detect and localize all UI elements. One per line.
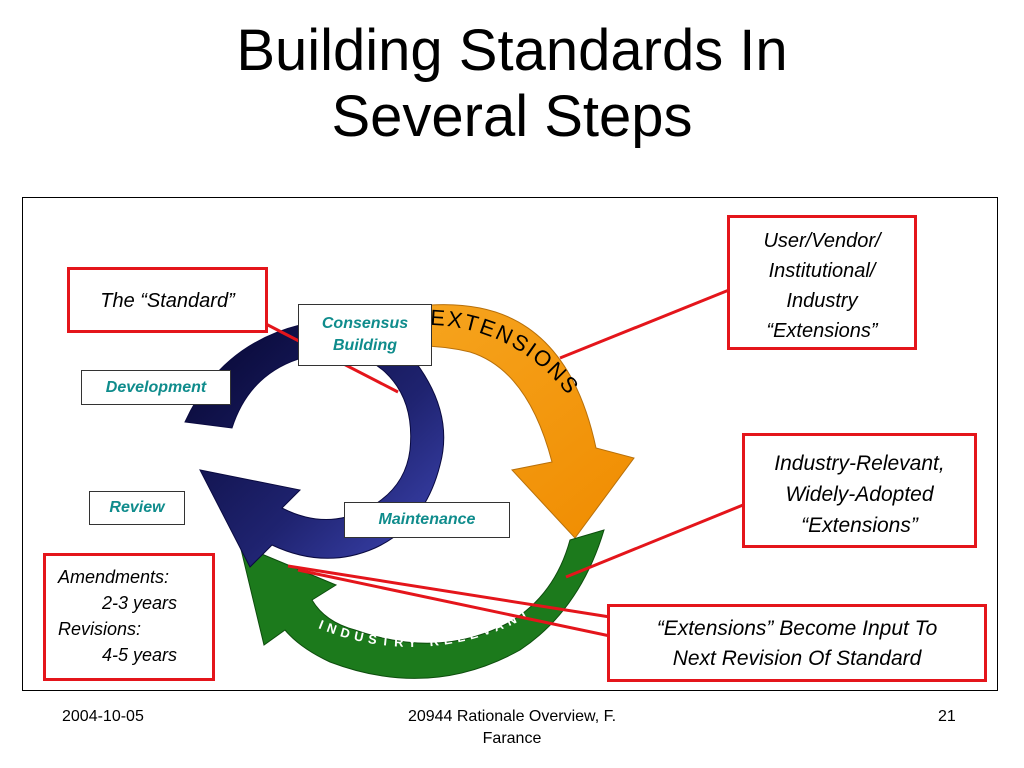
footer-center-line-1: 20944 Rationale Overview, F. <box>407 708 617 725</box>
callout-extensions-input: “Extensions” Become Input To Next Revisi… <box>607 604 987 682</box>
callout-standard: The “Standard” <box>67 267 268 333</box>
development-label: Development <box>105 379 207 396</box>
connector-extensions-input-b <box>297 568 611 638</box>
revisions-value: 4-5 years <box>102 645 178 665</box>
callout-standard-text: The “Standard” <box>100 290 235 312</box>
stage-consensus-building: Consensus Building <box>298 304 432 366</box>
callout-connectors <box>261 288 744 638</box>
amendments-value: 2-3 years <box>102 593 178 613</box>
industry-relevant-line-1: Industry-Relevant, <box>774 452 945 475</box>
extensions-arrow <box>334 304 635 539</box>
industry-relevant-line-3: “Extensions” <box>801 514 918 537</box>
callout-amendments: Amendments: 2-3 years Revisions: 4-5 yea… <box>43 553 215 681</box>
consensus-line-1: Consensus <box>321 315 409 332</box>
user-vendor-line-4: “Extensions” <box>766 320 878 342</box>
footer-date: 2004-10-05 <box>62 708 144 725</box>
stage-review: Review <box>89 491 185 525</box>
slide-title: Building Standards In Several Steps <box>0 18 1024 150</box>
callout-industry-relevant: Industry-Relevant, Widely-Adopted “Exten… <box>742 433 977 548</box>
connector-industry-relevant <box>565 503 744 579</box>
connector-extensions-input-a <box>287 564 611 619</box>
stage-maintenance: Maintenance <box>344 502 510 538</box>
user-vendor-line-2: Institutional/ <box>768 260 876 282</box>
diagram-frame <box>22 197 998 691</box>
extensions-input-line-2: Next Revision Of Standard <box>672 647 922 670</box>
footer-page-number: 21 <box>938 708 956 725</box>
title-line-1: Building Standards In <box>236 18 788 83</box>
user-vendor-line-3: Industry <box>786 290 858 312</box>
footer-center: 20944 Rationale Overview, F. Farance <box>362 706 662 750</box>
title-line-2: Several Steps <box>331 84 693 149</box>
connector-user-vendor <box>559 288 730 360</box>
user-vendor-line-1: User/Vendor/ <box>763 230 881 252</box>
revisions-label: Revisions: <box>58 619 142 639</box>
extensions-input-line-1: “Extensions” Become Input To <box>656 617 938 640</box>
industry-relevant-line-2: Widely-Adopted <box>785 483 934 506</box>
footer-center-line-2: Farance <box>482 730 542 747</box>
callout-user-vendor: User/Vendor/ Institutional/ Industry “Ex… <box>727 215 917 350</box>
review-label: Review <box>109 499 165 516</box>
consensus-line-2: Building <box>333 337 397 354</box>
stage-development: Development <box>81 370 231 405</box>
maintenance-label: Maintenance <box>378 511 476 528</box>
amendments-label: Amendments: <box>58 567 170 587</box>
industry-relevant-arrow <box>239 529 605 679</box>
